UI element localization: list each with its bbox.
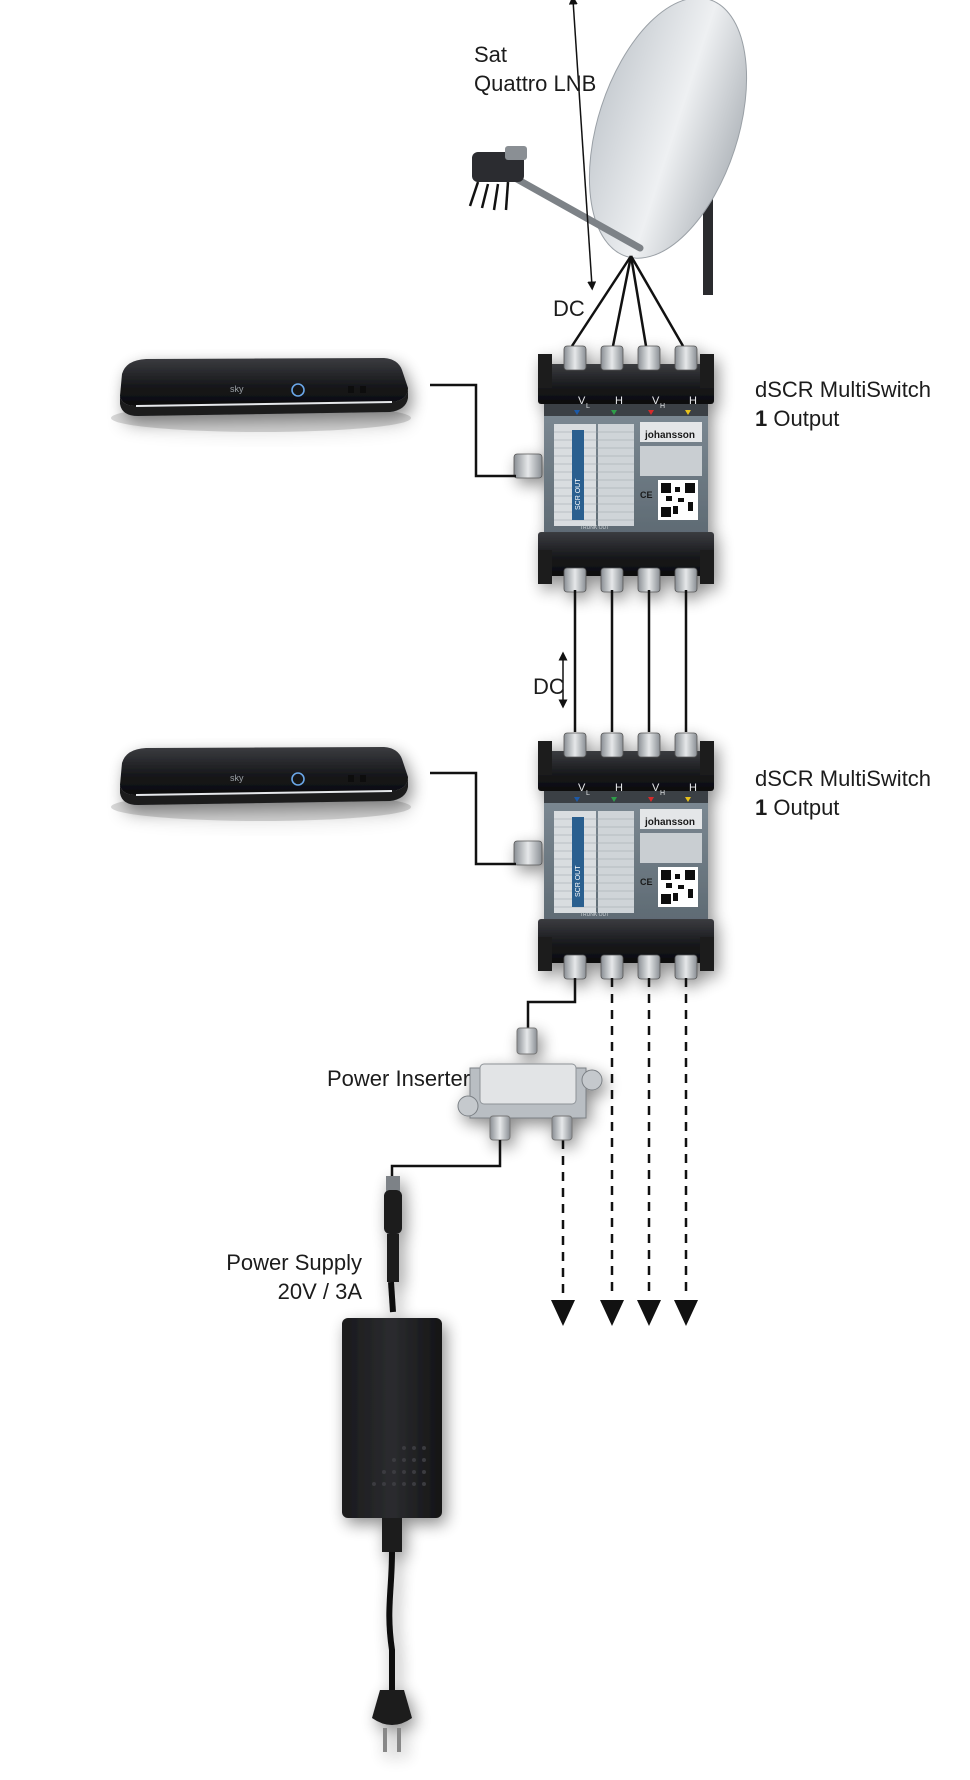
switch-1-label: dSCR MultiSwitch 1 Output	[755, 375, 931, 433]
switch-2-sub-h: H	[660, 790, 665, 797]
switch-1-brand: johansson	[644, 430, 695, 441]
switch-1-scr-out: SCR OUT	[575, 478, 582, 510]
receiver-1	[110, 357, 412, 433]
receiver-2-logo: sky	[230, 773, 244, 783]
switch-2-trunk-out: TRUNK OUT	[580, 912, 609, 918]
power-supply-label-line1: Power Supply	[226, 1250, 362, 1275]
switch-1-output-word: Output	[773, 406, 840, 431]
switch-1-sub-l: L	[586, 403, 590, 410]
switch-2-name: dSCR MultiSwitch	[755, 766, 932, 791]
switch-2-output-word: Output	[773, 795, 840, 820]
power-supply-cable	[390, 1140, 502, 1194]
receiver-1-cable	[430, 383, 516, 478]
dc-label-middle: DC	[533, 674, 565, 699]
switch-2-brand: johansson	[644, 817, 695, 828]
switch-1-name: dSCR MultiSwitch	[755, 377, 932, 402]
lnb-cables	[570, 255, 685, 347]
receiver-2	[110, 746, 412, 822]
switch-1-input-vl: V	[578, 395, 586, 407]
switch-2-input-vh: V	[652, 782, 660, 794]
output-arrowheads	[551, 1300, 698, 1326]
receiver-1-logo: sky	[230, 384, 244, 394]
switch-2-output-count: 1	[755, 795, 768, 820]
switch-2-input-hl: H	[615, 782, 623, 794]
satellite-dish-icon	[468, 0, 748, 295]
trunk-outputs	[561, 978, 688, 1294]
trunk-cables	[573, 590, 688, 732]
switch-1-sub-h: H	[660, 403, 665, 410]
power-supply-icon	[342, 1176, 442, 1752]
sat-label-line1: Sat	[474, 42, 508, 67]
switch-2-ce: CE	[640, 877, 653, 887]
multiswitch-2	[513, 732, 715, 980]
switch-2-sub-l: L	[586, 790, 590, 797]
switch-1-input-hh: H	[689, 395, 697, 407]
receiver-2-cable	[430, 771, 516, 866]
switch-1-output-count: 1	[755, 406, 768, 431]
dc-label-top: DC	[553, 296, 585, 321]
power-inserter-icon	[457, 1027, 603, 1141]
power-supply-label-line2: 20V / 3A	[277, 1279, 362, 1304]
quattro-lnb-icon	[468, 146, 527, 211]
switch-2-label: dSCR MultiSwitch 1 Output	[755, 764, 931, 822]
switch-1-trunk-out: TRUNK OUT	[580, 525, 609, 531]
power-supply-label: Power Supply 20V / 3A	[196, 1248, 362, 1306]
dc-arrow-top	[568, 0, 597, 291]
switch-2-input-vl: V	[578, 782, 586, 794]
switch-2-input-hh: H	[689, 782, 697, 794]
multiswitch-1	[513, 345, 715, 593]
switch-1-ce: CE	[640, 490, 653, 500]
switch-1-input-vh: V	[652, 395, 660, 407]
inserter-input-cable	[526, 978, 577, 1032]
sat-label-line2: Quattro LNB	[474, 71, 597, 96]
power-inserter-label: Power Inserter	[327, 1066, 471, 1091]
switch-1-input-hl: H	[615, 395, 623, 407]
switch-2-scr-out: SCR OUT	[575, 865, 582, 897]
sat-label: Sat Quattro LNB	[474, 40, 596, 98]
